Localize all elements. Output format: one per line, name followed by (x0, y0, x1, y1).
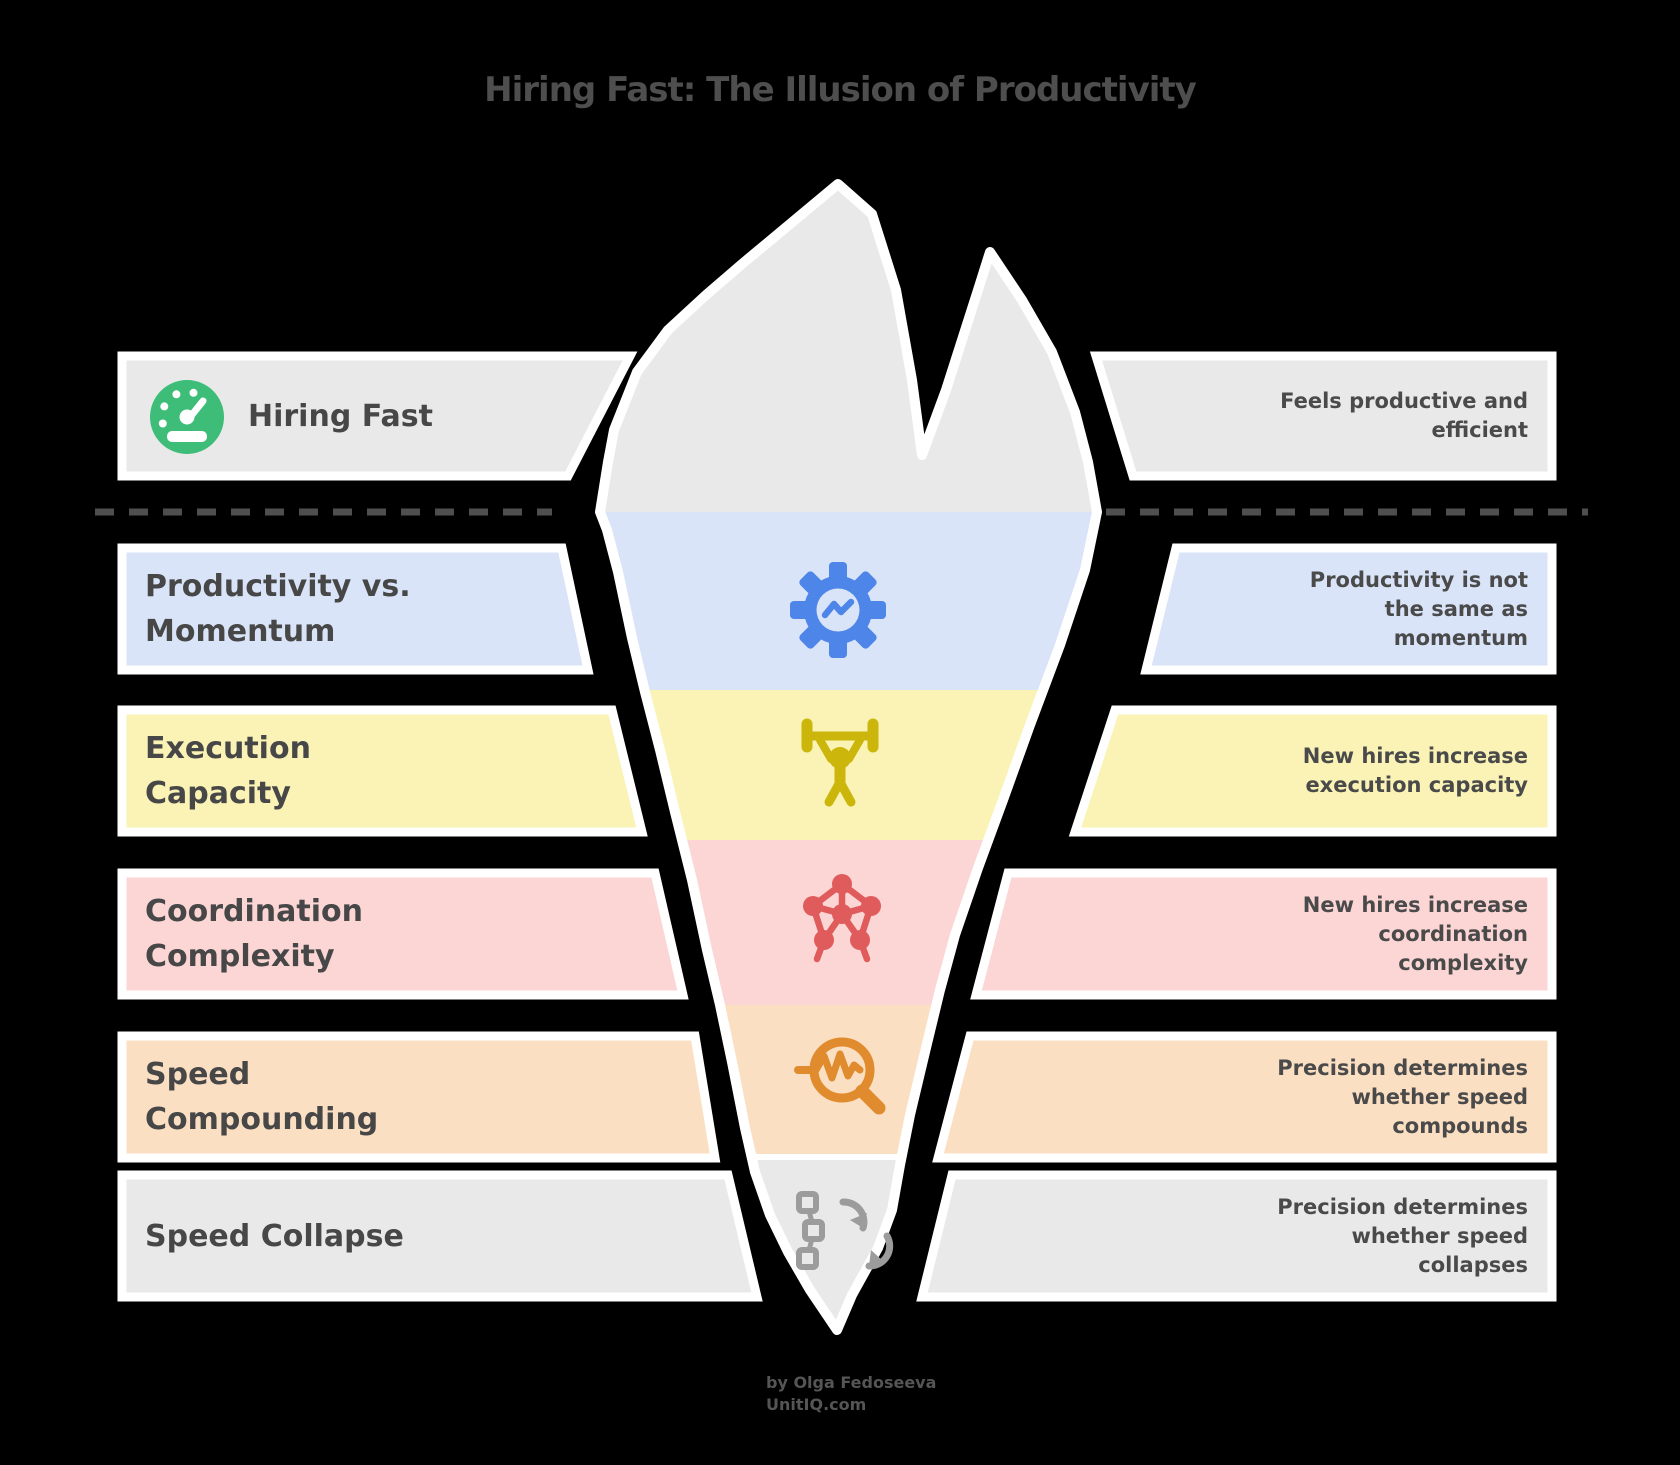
row-desc-productivity: Productivity is not the same as momentum (1309, 568, 1528, 650)
band-right-coordination (970, 868, 1557, 1000)
band-left-hiring-fast (117, 351, 638, 481)
row-label-coordination: Coordination Complexity (145, 894, 363, 974)
iceberg-stripes (600, 184, 1097, 1330)
row-label-productivity: Productivity vs. Momentum (145, 569, 411, 649)
row-label-speed-compounding: Speed Compounding (145, 1057, 379, 1137)
weightlifter-icon (801, 718, 879, 807)
row-desc-speed-collapse: Precision determines whether speed colla… (1277, 1195, 1528, 1277)
row-label-hiring-fast: Hiring Fast (248, 399, 433, 434)
band-right-execution (1068, 705, 1557, 837)
iceberg-outline (595, 179, 1102, 1335)
gear-trend-icon (790, 562, 886, 658)
band-left-productivity (117, 543, 594, 675)
band-right-productivity (1140, 543, 1557, 675)
row-label-execution: Execution Capacity (145, 731, 311, 811)
row-desc-coordination: New hires increase coordination complexi… (1302, 893, 1528, 975)
iceberg-above-water (600, 184, 1097, 512)
band-left-speed-compounding (117, 1031, 721, 1163)
footer-website: UnitIQ.com (766, 1395, 867, 1414)
footer-byline: by Olga Fedoseeva (766, 1373, 937, 1392)
row-label-speed-collapse: Speed Collapse (145, 1219, 404, 1254)
workflow-loop-icon (796, 1191, 894, 1270)
atomium-icon (803, 874, 881, 963)
row-desc-execution: New hires increase execution capacity (1302, 744, 1528, 797)
band-right-hiring-fast (1089, 351, 1557, 481)
row-desc-speed-compounding: Precision determines whether speed compo… (1277, 1056, 1528, 1138)
band-left-execution (117, 705, 648, 837)
band-right-speed-collapse (916, 1170, 1557, 1302)
band-right-speed-compounding (932, 1031, 1557, 1163)
band-left-coordination (117, 868, 689, 1000)
pulse-magnifier-icon (794, 1037, 886, 1115)
page-title: Hiring Fast: The Illusion of Productivit… (484, 70, 1197, 110)
band-left-speed-collapse (117, 1170, 763, 1302)
row-desc-hiring-fast: Feels productive and efficient (1280, 389, 1528, 442)
gauge-icon (150, 380, 224, 454)
